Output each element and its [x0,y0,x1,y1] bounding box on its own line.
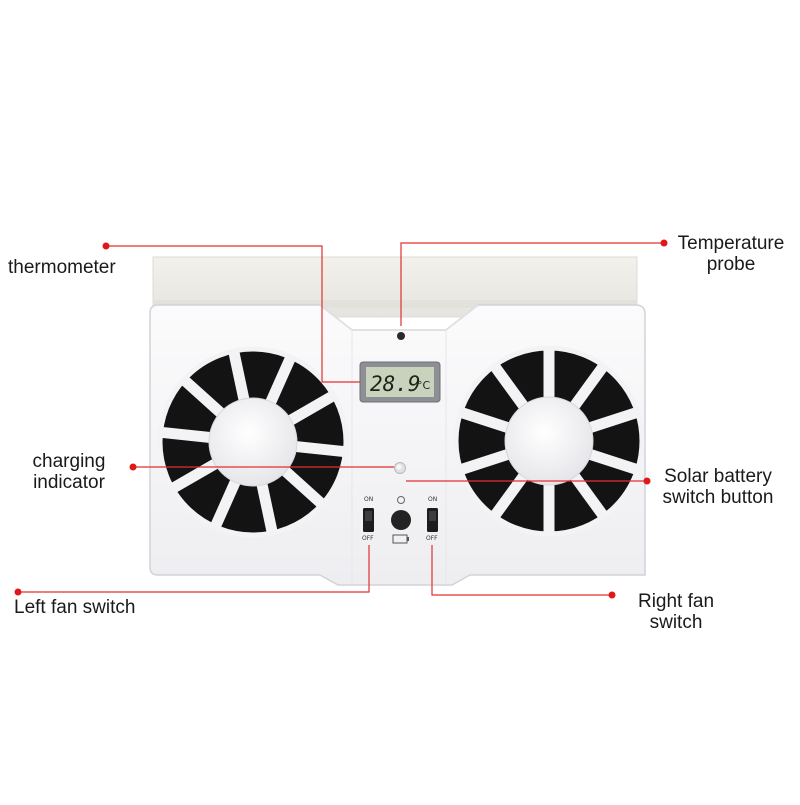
right-fan-switch-label: Right fan switch [614,591,738,633]
right-fan-callout-dot [608,591,616,599]
left-switch-off-label: OFF [362,535,374,542]
right-fan-switch-label-line1: Right fan [637,591,715,612]
thermometer-display: 28.9 °C [359,361,441,403]
right-fan-callout-line [431,545,612,596]
left-fan-callout-dot [14,588,22,596]
right-fan [453,345,645,537]
left-fan-callout-line [18,545,370,593]
solar-switch-callout-dot [643,477,651,485]
right-switch-on-label: ON [428,496,437,503]
charging-indicator-label-line1: charging [32,451,106,472]
fan-hub [208,397,298,487]
display-unit: °C [417,379,431,392]
charging-indicator-callout-dot [129,463,137,471]
temperature-probe-callout-line [400,242,664,326]
left-fan-switch[interactable]: ON OFF [362,496,374,542]
thermometer-label: thermometer [8,257,116,278]
solar-battery-switch-label-line2: switch button [662,487,774,508]
display-reading: 28.9 [370,372,421,396]
charging-indicator-led [394,462,406,474]
right-fan-switch[interactable]: ON OFF [426,496,438,542]
fan-hub [504,396,594,486]
fan-rim [453,345,645,537]
solar-battery-switch-label: Solar battery switch button [648,466,788,508]
temperature-probe-label: Temperature probe [666,233,796,275]
temperature-probe-label-line1: Temperature [677,233,785,254]
thermometer-callout-line [106,245,360,383]
thermometer-callout-dot [102,242,110,250]
left-fan-switch-label: Left fan switch [14,597,136,618]
fan-rim [157,346,349,538]
temperature-probe-hole [397,332,405,340]
charging-indicator-label: charging indicator [14,451,124,493]
temperature-probe-callout-dot [660,239,668,247]
left-switch-on-label: ON [364,496,373,503]
right-switch-off-label: OFF [426,535,438,542]
right-fan-switch-label-line2: switch [649,612,703,633]
left-fan [157,346,349,538]
solar-battery-switch-button[interactable] [391,496,411,544]
temperature-probe-label-line2: probe [706,254,756,275]
charging-indicator-label-line2: indicator [33,472,105,493]
solar-battery-switch-label-line1: Solar battery [664,466,772,487]
